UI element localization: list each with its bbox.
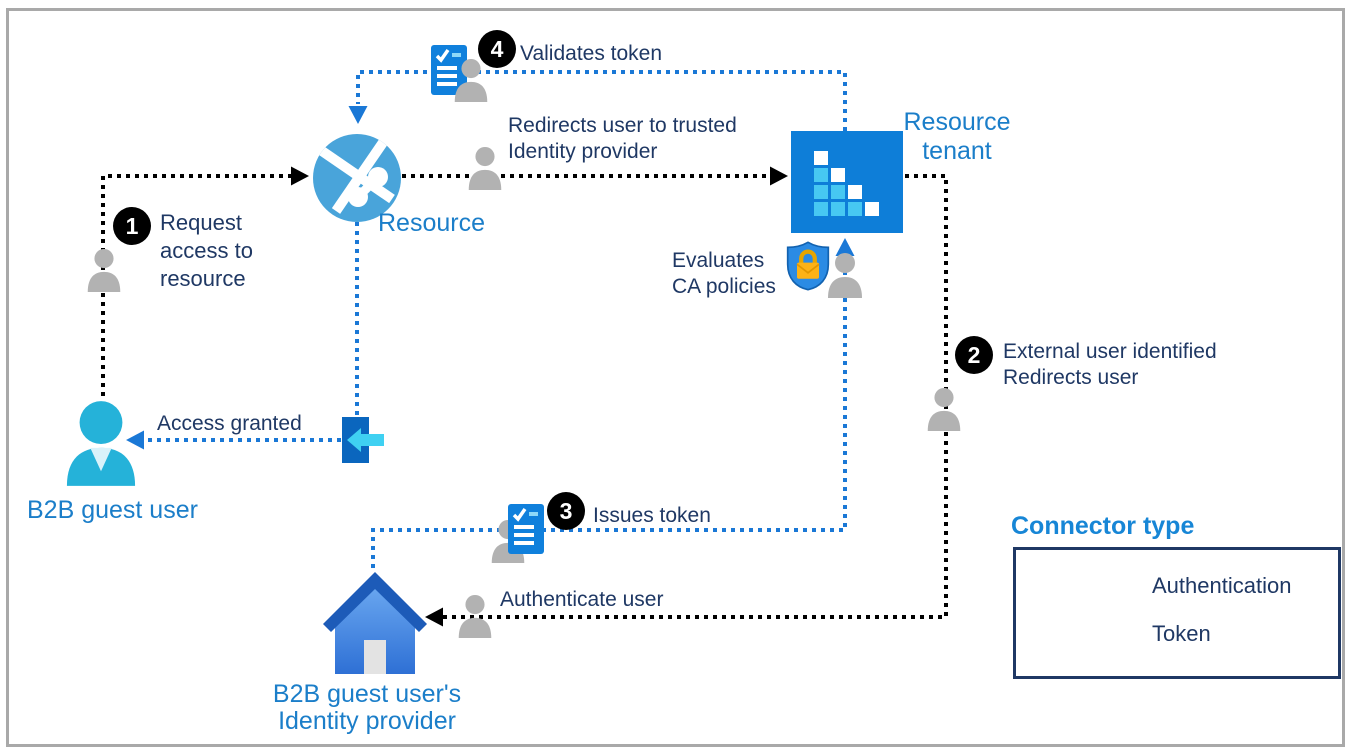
user-icon-redirect-line xyxy=(466,146,504,190)
user-icon-request-line xyxy=(85,248,123,292)
step-4-label: Validates token xyxy=(520,42,663,65)
token-path-issues xyxy=(371,259,847,568)
resource-tenant-icon xyxy=(791,131,903,233)
token-document-icon-issues xyxy=(508,504,544,554)
step-3-label: Issues token xyxy=(593,504,711,527)
legend-title: Connector type xyxy=(1011,512,1195,540)
legend-token-label: Token xyxy=(1152,621,1211,646)
b2b-guest-user-label: B2B guest user xyxy=(27,496,198,524)
step-3-number: 3 xyxy=(559,497,573,524)
step-1-line-2: access to xyxy=(160,238,253,263)
user-icon-validates-token xyxy=(451,58,491,102)
shield-lock-icon xyxy=(786,240,830,292)
sign-in-icon xyxy=(342,417,386,463)
step-3-badge: 3 xyxy=(547,492,585,530)
step-2-label: External user identified Redirects user xyxy=(1003,339,1217,391)
token-path-validates xyxy=(356,70,847,131)
step-2-line-2: Redirects user xyxy=(1003,366,1139,389)
step-2-number: 2 xyxy=(967,341,981,368)
resource-globe-icon xyxy=(312,133,402,223)
redirects-line-1: Redirects user to trusted xyxy=(508,114,737,137)
user-icon-ca-policies xyxy=(826,252,864,298)
arrowhead-into-guest-user xyxy=(126,430,144,450)
auth-path-request xyxy=(101,174,292,396)
access-granted-label: Access granted xyxy=(157,412,302,435)
idp-label-line-2: Identity provider xyxy=(278,707,456,735)
resource-label: Resource xyxy=(378,209,485,237)
b2b-guest-user-icon xyxy=(64,400,138,486)
arrowhead-into-idp xyxy=(425,607,443,627)
authenticate-user-label: Authenticate user xyxy=(500,588,664,611)
redirects-trusted-label: Redirects user to trusted Identity provi… xyxy=(508,113,737,165)
evaluates-line-2: CA policies xyxy=(672,275,776,298)
step-1-line-1: Request xyxy=(160,210,242,235)
legend-box xyxy=(1013,547,1341,679)
step-2-badge: 2 xyxy=(955,336,993,374)
step-4-badge: 4 xyxy=(478,30,516,68)
identity-provider-home-icon xyxy=(320,570,430,676)
diagram-border xyxy=(6,8,1345,747)
arrowhead-down-into-resource xyxy=(348,106,368,124)
identity-provider-label: B2B guest user's Identity provider xyxy=(258,681,476,735)
user-icon-authenticate-line xyxy=(456,594,494,638)
evaluates-line-1: Evaluates xyxy=(672,249,765,272)
evaluates-ca-label: Evaluates CA policies xyxy=(672,248,776,300)
step-1-badge: 1 xyxy=(113,207,151,245)
user-icon-external-line xyxy=(925,387,963,431)
arrowhead-into-resource xyxy=(291,166,309,186)
step-2-line-1: External user identified xyxy=(1003,340,1217,363)
step-1-label: Request access to resource xyxy=(160,209,253,293)
token-document-icon-validates xyxy=(431,45,467,95)
step-1-number: 1 xyxy=(125,212,139,239)
resource-tenant-label: Resource tenant xyxy=(898,108,1016,166)
tenant-label-line-2: tenant xyxy=(922,137,992,165)
arrowhead-into-tenant xyxy=(770,166,788,186)
step-4-number: 4 xyxy=(490,35,504,62)
step-1-line-3: resource xyxy=(160,266,246,291)
idp-label-line-1: B2B guest user's xyxy=(272,680,462,708)
legend-authentication-label: Authentication xyxy=(1152,573,1292,598)
redirects-line-2: Identity provider xyxy=(508,140,658,163)
tenant-label-line-1: Resource xyxy=(903,108,1011,136)
arrowhead-up-into-tenant xyxy=(835,238,855,256)
